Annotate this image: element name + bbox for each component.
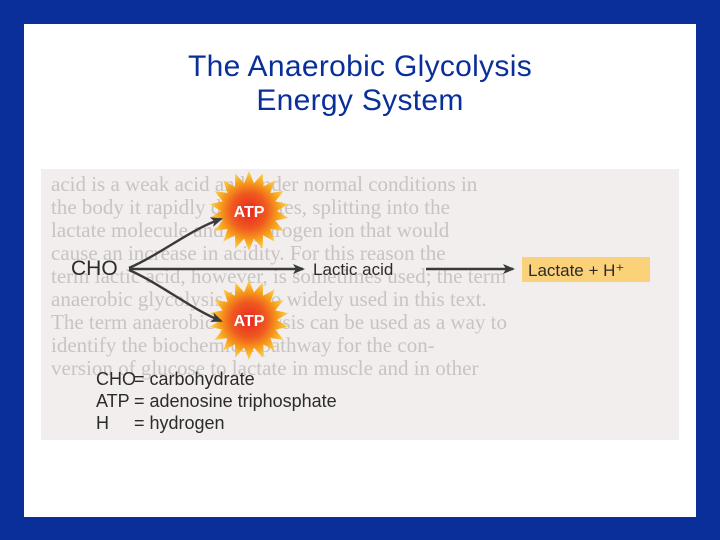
slide-title: The Anaerobic Glycolysis Energy System [24,50,696,118]
legend-abbreviation: ATP [96,391,130,411]
background-text-line: version of glucose to lactate in muscle … [51,356,479,380]
slide: The Anaerobic Glycolysis Energy System a… [24,24,696,517]
atp-label-top: ATP [234,204,265,221]
legend-definition: = adenosine triphosphate [134,391,337,411]
lactate-highlight [522,257,650,282]
legend-row: ATP= adenosine triphosphate [96,390,337,412]
glycolysis-diagram: ATP ATP CHO Lactic acid Lactate + H⁺ [71,171,650,360]
glycolysis-figure: acid is a weak acid and under normal con… [41,169,679,440]
atp-label-bottom: ATP [234,313,265,330]
title-line-2: Energy System [256,84,464,117]
legend-definition: = hydrogen [134,413,225,433]
starburst-bottom-shape [209,280,289,360]
atp-starburst-bottom: ATP [209,280,289,360]
legend-abbreviation: H [96,413,109,433]
legend-definition: = carbohydrate [134,369,255,389]
starburst-top-shape [209,171,289,251]
legend-abbreviation: CHO [96,369,136,389]
title-line-1: The Anaerobic Glycolysis [187,50,532,83]
legend-row: CHO= carbohydrate [96,368,337,390]
arrow-to-atp-top [128,217,223,270]
background-text-line: acid is a weak acid and under normal con… [51,172,478,196]
arrow-to-atp-bottom [128,268,223,323]
background-text-line: term lactic acid, however, is sometimes … [51,264,507,288]
lactate-label: Lactate + H⁺ [528,261,624,280]
lactic-acid-label: Lactic acid [313,260,393,279]
cho-label: CHO [71,257,118,280]
atp-starburst-top: ATP [209,171,289,251]
legend-row: H = hydrogen [96,412,337,434]
